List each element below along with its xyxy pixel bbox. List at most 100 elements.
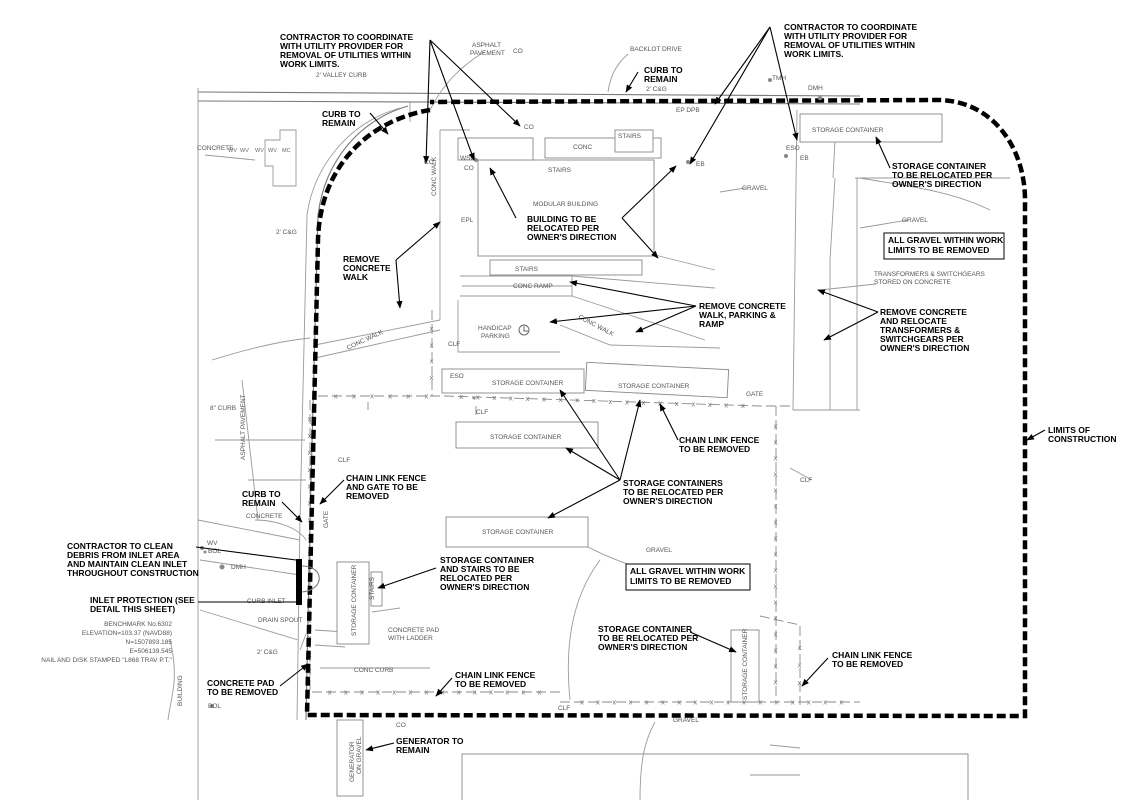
svg-text:CLF: CLF: [338, 457, 350, 464]
storage-container-ne: [799, 113, 943, 143]
fence-x-mark: x: [406, 393, 410, 401]
inlet-protection: [296, 559, 302, 605]
svg-text:CHAIN LINK FENCE: CHAIN LINK FENCE: [455, 670, 536, 680]
svg-text:ALL GRAVEL WITHIN WORK: ALL GRAVEL WITHIN WORK: [630, 566, 746, 576]
svg-text:WV: WV: [228, 148, 237, 154]
svg-text:WV: WV: [268, 148, 277, 154]
fence-x-mark: x: [612, 699, 616, 707]
gravel-center-frame: [625, 563, 751, 591]
utility-symbols: [200, 78, 823, 708]
fence-x-mark: x: [798, 644, 802, 652]
fence-x-mark: x: [774, 551, 778, 559]
svg-text:WORK LIMITS.: WORK LIMITS.: [784, 49, 844, 59]
svg-text:BUILDING: BUILDING: [177, 675, 184, 706]
svg-text:REMOVAL OF UTILITIES WITHIN: REMOVAL OF UTILITIES WITHIN: [784, 40, 915, 50]
fence-x-mark: x: [388, 393, 392, 401]
fence-x-mark: x: [308, 415, 312, 423]
svg-text:INLET PROTECTION (SEE: INLET PROTECTION (SEE: [90, 595, 195, 605]
svg-text:REMAIN: REMAIN: [322, 118, 356, 128]
fence-x-mark: x: [334, 393, 338, 401]
svg-text:CLF: CLF: [476, 409, 488, 416]
fence-x-mark: x: [352, 393, 356, 401]
storage-container-4: [445, 516, 589, 548]
svg-text:GRAVEL: GRAVEL: [673, 717, 699, 724]
svg-text:HANDICAP: HANDICAP: [478, 325, 512, 332]
fence-x-mark: x: [774, 699, 778, 707]
fence-x-mark: x: [798, 662, 802, 670]
fence-x-mark: x: [430, 325, 434, 333]
fence-x-mark: x: [424, 689, 428, 697]
fence-x-mark: x: [370, 393, 374, 401]
stairs-box: [370, 571, 383, 607]
svg-text:CO: CO: [513, 48, 523, 55]
svg-text:STAIRS: STAIRS: [515, 266, 539, 273]
storage-container-2: [584, 361, 730, 399]
svg-text:STORAGE CONTAINER: STORAGE CONTAINER: [598, 624, 692, 634]
storage-container-3: [455, 421, 599, 449]
fence-x-mark: x: [758, 699, 762, 707]
svg-text:SWITCHGEARS PER: SWITCHGEARS PER: [880, 334, 964, 344]
svg-text:DMH: DMH: [231, 564, 246, 571]
fence-x-mark: x: [542, 396, 546, 404]
fence-x-mark: x: [710, 699, 714, 707]
fence-x-mark: x: [774, 647, 778, 655]
fence-x-mark: x: [774, 663, 778, 671]
svg-text:RAMP: RAMP: [699, 319, 724, 329]
svg-text:REMOVAL OF UTILITIES WITHIN: REMOVAL OF UTILITIES WITHIN: [280, 50, 411, 60]
fence-x-mark: x: [839, 699, 843, 707]
fence-x-mark: x: [537, 689, 541, 697]
svg-text:CONC WALK: CONC WALK: [431, 156, 438, 196]
svg-text:ALL GRAVEL WITHIN WORK: ALL GRAVEL WITHIN WORK: [888, 235, 1004, 245]
svg-text:ASPHALT: ASPHALT: [472, 42, 501, 49]
svg-text:GRAVEL: GRAVEL: [902, 217, 928, 224]
fence-x-mark: x: [742, 699, 746, 707]
svg-text:AND MAINTAIN CLEAN INLET: AND MAINTAIN CLEAN INLET: [67, 559, 188, 569]
svg-text:BUILDING TO BE: BUILDING TO BE: [527, 214, 597, 224]
svg-text:WV: WV: [255, 148, 264, 154]
fence-x-mark: x: [774, 583, 778, 591]
svg-text:ON GRAVEL: ON GRAVEL: [356, 736, 363, 774]
svg-text:CHAIN LINK FENCE: CHAIN LINK FENCE: [346, 473, 427, 483]
fence-x-mark: x: [492, 394, 496, 402]
svg-text:CURB TO: CURB TO: [242, 489, 281, 499]
svg-text:REMAIN: REMAIN: [242, 498, 276, 508]
fence-x-mark: x: [476, 394, 480, 402]
svg-text:WALK: WALK: [343, 272, 369, 282]
fence-x-mark: x: [608, 398, 612, 406]
svg-text:WITH UTILITY PROVIDER FOR: WITH UTILITY PROVIDER FOR: [280, 41, 403, 51]
svg-text:TRANSFORMERS & SWITCHGEARS: TRANSFORMERS & SWITCHGEARS: [874, 271, 986, 278]
storage-container-se: [730, 629, 760, 703]
svg-text:CONC RAMP: CONC RAMP: [513, 283, 553, 290]
svg-text:STORAGE CONTAINER: STORAGE CONTAINER: [892, 161, 986, 171]
fence-x-mark: x: [509, 395, 513, 403]
fence-x-mark: x: [726, 699, 730, 707]
svg-text:CONC: CONC: [573, 144, 592, 151]
fence-x-mark: x: [675, 400, 679, 408]
svg-text:WSO: WSO: [460, 155, 476, 162]
generator: [336, 719, 364, 797]
svg-text:RELOCATED PER: RELOCATED PER: [440, 573, 512, 583]
fence-x-mark: x: [774, 439, 778, 447]
fence-x-mark: x: [724, 401, 728, 409]
svg-text:STORAGE CONTAINERS: STORAGE CONTAINERS: [623, 478, 723, 488]
svg-text:STORAGE CONTAINER: STORAGE CONTAINER: [812, 127, 884, 134]
svg-text:CLF: CLF: [448, 341, 460, 348]
svg-text:E=506139.545: E=506139.545: [130, 648, 173, 655]
svg-text:GRAVEL: GRAVEL: [742, 185, 768, 192]
svg-text:CLF: CLF: [558, 705, 570, 712]
svg-text:CHAIN LINK FENCE: CHAIN LINK FENCE: [679, 435, 760, 445]
svg-text:GATE: GATE: [323, 510, 330, 528]
svg-text:REMAIN: REMAIN: [396, 745, 430, 755]
svg-text:EB: EB: [696, 161, 705, 168]
svg-text:STAIRS: STAIRS: [369, 576, 376, 600]
fence-x-mark: x: [774, 567, 778, 575]
building-south: [461, 753, 969, 800]
fence-x-mark: x: [774, 423, 778, 431]
fence-x-mark: x: [559, 396, 563, 404]
svg-text:AND RELOCATE: AND RELOCATE: [880, 316, 947, 326]
fence-x-mark: x: [521, 689, 525, 697]
fence-x-mark: x: [430, 358, 434, 366]
svg-text:CONCRETE: CONCRETE: [197, 145, 234, 152]
